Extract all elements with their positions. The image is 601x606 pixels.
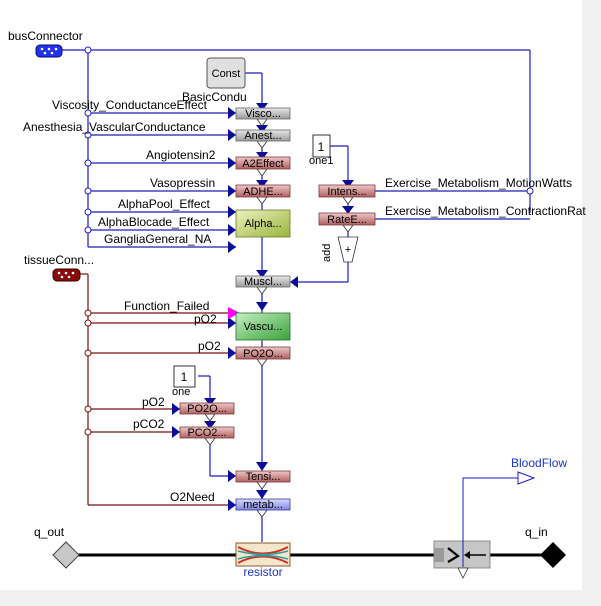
alpha-block[interactable]: Alpha... xyxy=(235,209,291,238)
po2-label-b: pO2 xyxy=(198,339,221,353)
intens-label: Intens... xyxy=(327,186,366,198)
tissue-junctions xyxy=(84,309,92,436)
adhe-label: ADHE... xyxy=(243,186,283,198)
visco-block[interactable]: Visco... xyxy=(235,107,291,120)
alphablocade-label: AlphaBlocade_Effect xyxy=(98,215,210,229)
one1-block[interactable] xyxy=(312,134,331,158)
add-label: add xyxy=(321,244,333,262)
resistor-block[interactable] xyxy=(235,542,291,567)
po2o-b-label: PO2O... xyxy=(187,403,227,415)
muscl-label: Muscl... xyxy=(244,276,282,288)
anest-label: Anest... xyxy=(244,130,281,142)
flow-measure-block[interactable] xyxy=(433,540,491,569)
q-in-port-icon[interactable] xyxy=(540,542,566,568)
a2effect-block[interactable]: A2Effect xyxy=(235,156,291,170)
blood-flow-wire xyxy=(462,477,518,567)
one1-value: 1 xyxy=(318,140,325,154)
motion-watts-label: Exercise_Metabolism_MotionWatts xyxy=(385,176,572,190)
o2need-label: O2Need xyxy=(170,490,215,504)
po2o-b-block[interactable]: PO2O... xyxy=(179,402,235,415)
pco2-block[interactable]: PCO2... xyxy=(179,426,235,439)
po2-label-c: pO2 xyxy=(142,395,165,409)
tissue-connector-pins-icon xyxy=(57,271,75,279)
visco-label: Visco... xyxy=(245,108,281,120)
const-block-label: Const xyxy=(212,68,241,80)
alpha-label: Alpha... xyxy=(244,218,281,230)
pco2-block-label: PCO2... xyxy=(187,427,226,439)
one-block[interactable] xyxy=(173,365,196,388)
bus-connector-icon[interactable] xyxy=(35,44,63,58)
tissue-connector-label: tissueConn... xyxy=(24,253,94,267)
vasopressin-label: Vasopressin xyxy=(150,176,215,190)
intens-block[interactable]: Intens... xyxy=(318,184,376,198)
const-block[interactable] xyxy=(206,57,246,89)
anesthesia-label: Anesthesia_VascularConductance xyxy=(23,120,206,134)
ganglia-label: GangliaGeneral_NA xyxy=(104,232,211,246)
basic-conductance-label: BasicCondu xyxy=(182,90,247,104)
tensi-label: Tensi... xyxy=(246,471,281,483)
angiotensin-label: Angiotensin2 xyxy=(146,148,216,162)
q-in-label: q_in xyxy=(525,525,548,539)
adhe-block[interactable]: ADHE... xyxy=(235,184,291,198)
pco2-label: pCO2 xyxy=(133,417,165,431)
alphapool-label: AlphaPool_Effect xyxy=(118,197,211,211)
signal-arrows xyxy=(172,103,354,511)
rate-block[interactable]: RateE... xyxy=(318,212,376,226)
contraction-label: Exercise_Metabolism_ContractionRat xyxy=(385,204,586,218)
viscosity-label: Viscosity_ConductanceEffect xyxy=(52,98,208,112)
bus-connector-pins-icon xyxy=(40,47,58,55)
vascu-label: Vascu... xyxy=(244,321,283,333)
flow-measure-arrow-icon xyxy=(447,547,460,563)
blood-flow-label: BloodFlow xyxy=(511,456,567,470)
a2effect-label: A2Effect xyxy=(242,158,283,170)
resistor-label: resistor xyxy=(243,565,282,579)
po2o-main-label: PO2O... xyxy=(243,348,283,360)
metab-block[interactable]: metab... xyxy=(235,498,291,511)
one-value: 1 xyxy=(181,370,188,384)
one-name: one xyxy=(172,386,190,398)
po2o-main-block[interactable]: PO2O... xyxy=(235,346,291,360)
metab-label: metab... xyxy=(243,499,283,511)
bus-junctions xyxy=(84,46,534,234)
muscl-block[interactable]: Muscl... xyxy=(235,275,291,288)
one1-name: one1 xyxy=(309,155,333,167)
q-out-port-icon[interactable] xyxy=(52,541,80,569)
po2-label-a: pO2 xyxy=(194,312,217,326)
flow-measure-output-icon xyxy=(457,567,469,579)
rate-label: RateE... xyxy=(327,214,367,226)
function-failed-input-icon xyxy=(228,307,240,319)
add-block[interactable]: + add xyxy=(321,236,359,263)
blood-flow-output-icon[interactable] xyxy=(517,471,536,485)
tissue-connector-icon[interactable] xyxy=(52,268,81,282)
anest-block[interactable]: Anest... xyxy=(235,129,291,142)
vascu-block[interactable]: Vascu... xyxy=(235,312,291,341)
diagram-background xyxy=(0,0,582,590)
tensi-block[interactable]: Tensi... xyxy=(235,470,291,483)
bus-connector-label: busConnector xyxy=(8,29,83,43)
q-out-label: q_out xyxy=(34,525,65,539)
add-plus-sign: + xyxy=(345,244,351,256)
function-failed-label: Function_Failed xyxy=(124,299,209,313)
